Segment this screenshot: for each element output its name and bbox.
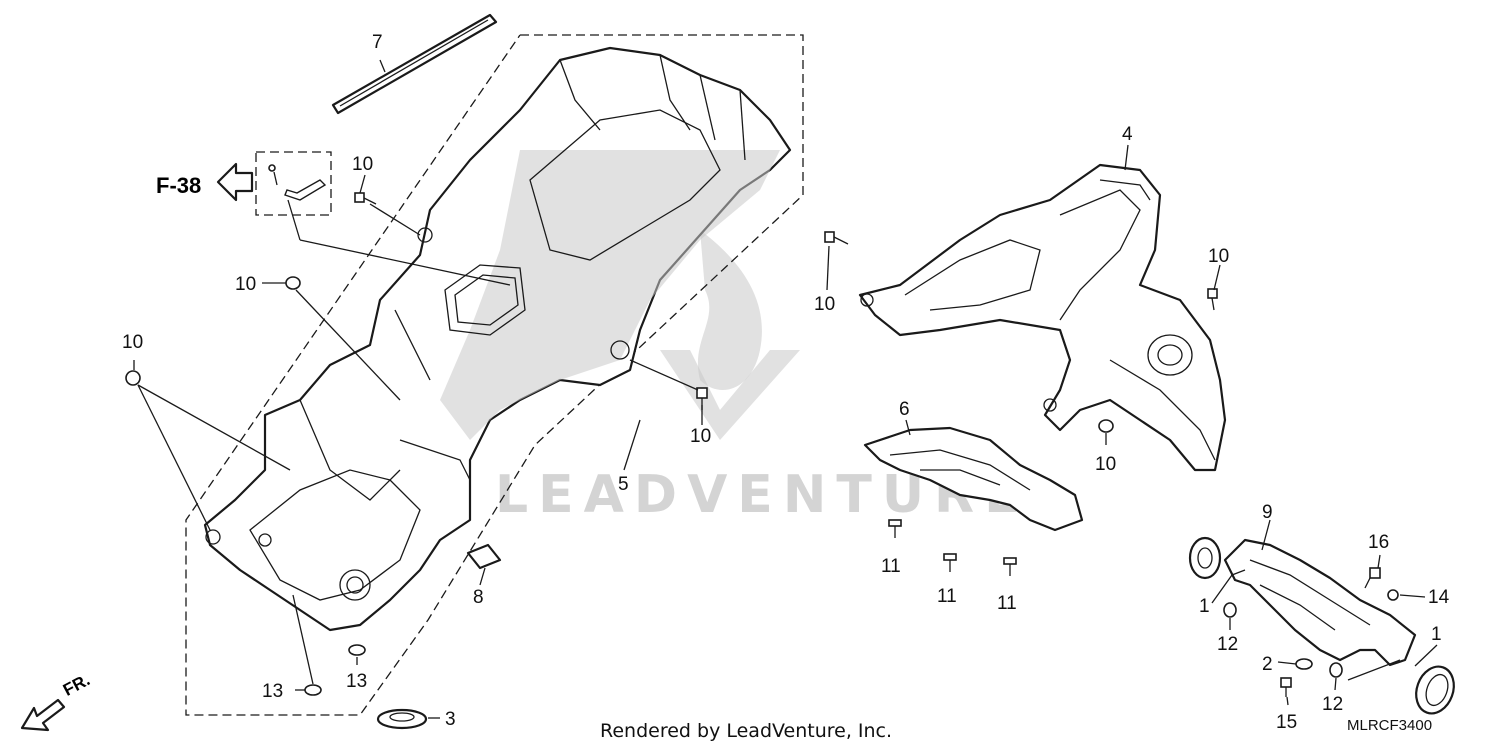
callout-11: 11 <box>937 586 957 607</box>
part-9-license-bracket[interactable] <box>1223 538 1417 667</box>
nut-12-a <box>1223 602 1237 618</box>
callout-15: 15 <box>1276 712 1297 733</box>
credit-text: Rendered by LeadVenture, Inc. <box>600 720 893 742</box>
callout-10: 10 <box>235 274 256 295</box>
callout-13: 13 <box>262 681 283 702</box>
callout-7: 7 <box>372 32 383 53</box>
callouts: 7 10 10 10 10 10 10 10 4 5 6 8 3 13 13 1… <box>122 32 1450 733</box>
part-1-discs[interactable] <box>1188 536 1460 719</box>
callout-12: 12 <box>1322 694 1343 715</box>
callout-4: 4 <box>1122 124 1133 145</box>
reference-arrow[interactable] <box>216 162 254 202</box>
part-4-bracket[interactable] <box>858 163 1227 472</box>
part-3-grommet[interactable] <box>376 708 428 730</box>
callout-11: 11 <box>881 556 901 577</box>
screw-11-b <box>943 553 957 572</box>
reference-bracket <box>268 164 327 201</box>
callout-10: 10 <box>1208 246 1229 267</box>
callout-14: 14 <box>1428 587 1450 608</box>
callout-10: 10 <box>352 154 373 175</box>
group-frames <box>185 34 804 716</box>
part-6-shield[interactable] <box>863 426 1084 532</box>
callout-10: 10 <box>690 426 711 447</box>
reference-label[interactable]: F-38 <box>156 173 202 198</box>
callout-2: 2 <box>1262 654 1273 675</box>
bolt-16 <box>1364 567 1381 589</box>
callout-5: 5 <box>618 474 629 495</box>
part-5-inner-fender[interactable] <box>203 46 792 632</box>
leader-lines <box>133 59 1438 719</box>
callout-10: 10 <box>1095 454 1116 475</box>
nut-12-b <box>1329 662 1343 678</box>
reference-frame <box>255 151 332 216</box>
bolt-10-f <box>1207 288 1218 311</box>
callout-3: 3 <box>445 709 456 730</box>
part-8-block[interactable] <box>466 543 502 570</box>
front-direction-arrow <box>20 698 66 732</box>
callout-1: 1 <box>1431 624 1442 645</box>
screw-11-c <box>1003 557 1017 576</box>
part-13-grommets[interactable] <box>304 644 366 696</box>
nut-14 <box>1387 589 1399 601</box>
diagram-code: MLRCF3400 <box>1347 717 1433 734</box>
nut-10-b <box>285 276 301 290</box>
fasteners[interactable] <box>125 192 1399 697</box>
part-7-strap[interactable] <box>331 13 498 115</box>
callout-13: 13 <box>346 671 367 692</box>
callout-8: 8 <box>473 587 484 608</box>
nut-10-c <box>125 370 141 386</box>
callout-16: 16 <box>1368 532 1389 553</box>
washer-2 <box>1295 658 1313 670</box>
bolt-10-e <box>824 231 849 245</box>
nut-10-g <box>1098 419 1114 433</box>
callout-10: 10 <box>122 332 143 353</box>
callout-9: 9 <box>1262 502 1273 523</box>
callout-10: 10 <box>814 294 835 315</box>
callout-1: 1 <box>1199 596 1210 617</box>
screw-11-a <box>888 519 902 538</box>
bolt-10-a <box>354 192 377 205</box>
callout-11: 11 <box>997 593 1017 614</box>
callout-12: 12 <box>1217 634 1238 655</box>
bolt-15 <box>1280 677 1292 697</box>
callout-6: 6 <box>899 399 910 420</box>
